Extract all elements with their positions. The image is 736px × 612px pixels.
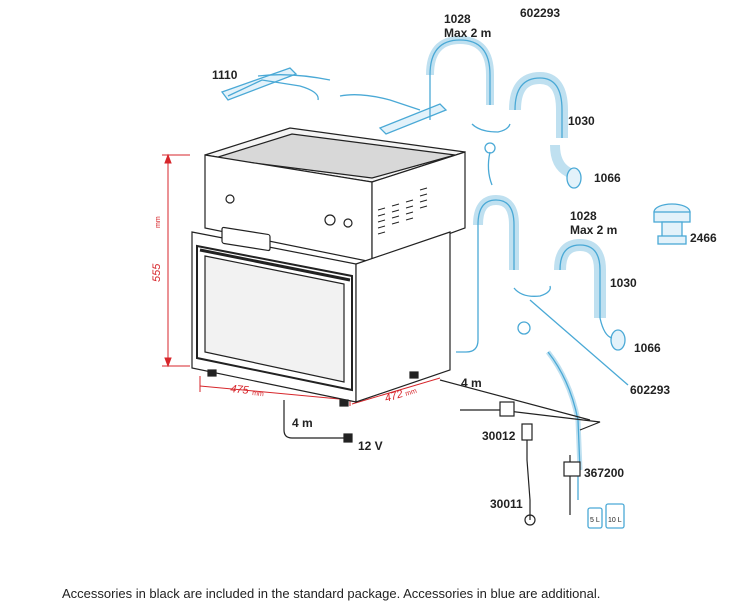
height-value: 555 <box>151 263 163 282</box>
label-367200: 367200 <box>584 466 624 480</box>
width-unit: mm <box>252 390 264 398</box>
label-602293-top: 602293 <box>520 6 560 20</box>
label-1030-mid: 1030 <box>610 276 637 290</box>
depth-unit: mm <box>405 388 418 398</box>
label-30011: 30011 <box>490 497 523 511</box>
label-4m-left: 4 m <box>292 416 313 430</box>
part-labels: 1110 1028 Max 2 m 602293 1030 1066 1028 … <box>212 6 717 524</box>
label-1028-top: 1028 <box>444 12 471 26</box>
label-max2m-top: Max 2 m <box>444 26 491 40</box>
depth-value: 472 <box>383 388 404 405</box>
width-value: 475 <box>230 383 250 397</box>
label-30012: 30012 <box>482 429 516 443</box>
label-1110: 1110 <box>212 68 238 82</box>
black-accessories <box>283 379 601 526</box>
label-5l: 5 L <box>590 517 600 524</box>
label-10l: 10 L <box>608 517 622 524</box>
label-1028-mid: 1028 <box>570 209 597 223</box>
blue-accessories <box>220 35 691 529</box>
accessories-diagram: 555 mm 475 mm 472 mm <box>151 6 717 529</box>
label-1066-mid: 1066 <box>634 341 661 355</box>
oven <box>191 127 466 407</box>
height-unit: mm <box>155 216 162 228</box>
label-12v: 12 V <box>358 439 383 453</box>
depth-dimension <box>351 377 441 405</box>
label-1066-top: 1066 <box>594 171 621 185</box>
label-4m-right: 4 m <box>461 376 482 390</box>
label-1030-top: 1030 <box>568 114 595 128</box>
caption: Accessories in black are included in the… <box>62 586 601 601</box>
label-max2m-mid: Max 2 m <box>570 223 617 237</box>
label-2466: 2466 <box>690 231 717 245</box>
height-dimension <box>162 153 190 368</box>
label-602293-mid: 602293 <box>630 383 670 397</box>
